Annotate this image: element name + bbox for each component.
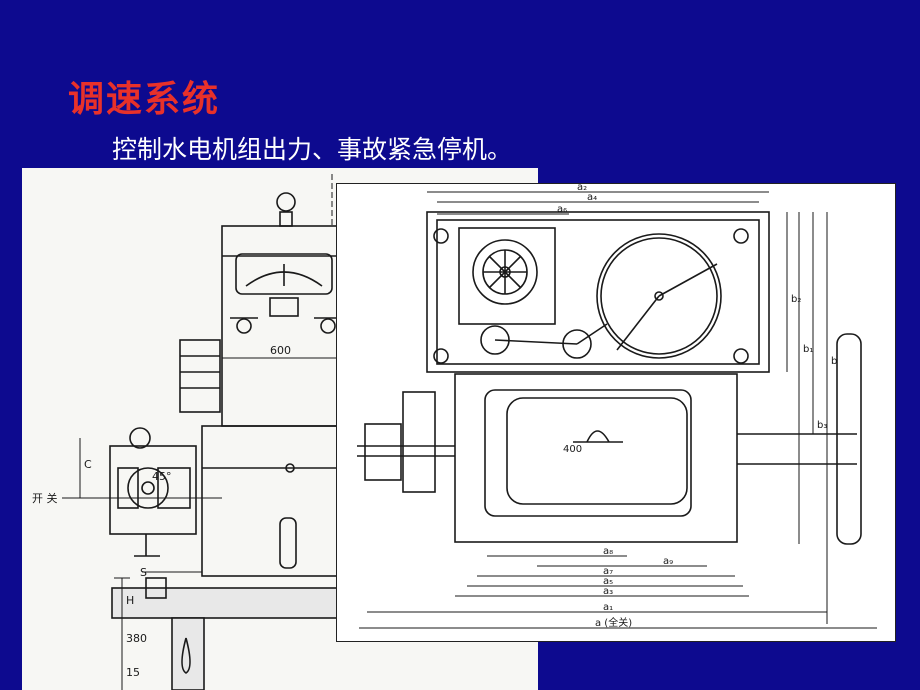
- handwheel-rod: [836, 333, 862, 545]
- control-knob: [236, 318, 252, 334]
- servo-motor: [179, 339, 221, 413]
- lifting-eye: [276, 192, 296, 212]
- label-a9: a₉: [663, 556, 673, 567]
- indicator-disc: [596, 233, 722, 359]
- label-h: H: [126, 594, 134, 607]
- control-knob: [320, 318, 336, 334]
- lower-housing: [454, 373, 738, 543]
- label-a-full: a (全关): [595, 616, 632, 629]
- side-view-svg: a₂ a₄ a₆ a₈ a₉ a₇ a₅ a₃ a₁ a (全关) b₂ b₁ …: [357, 184, 877, 629]
- label-400: 400: [563, 444, 582, 455]
- label-b1: b₁: [803, 344, 813, 355]
- label-c: C: [84, 458, 92, 471]
- label-a6: a₆: [557, 204, 567, 215]
- slide-subtitle: 控制水电机组出力、事故紧急停机。: [112, 135, 513, 164]
- label-a2: a₂: [577, 184, 587, 193]
- filter: [402, 391, 436, 493]
- lower-body: [201, 425, 353, 577]
- label-a3: a₃: [603, 586, 613, 597]
- pressure-gauge: [235, 253, 333, 295]
- governor-head: [458, 227, 556, 325]
- label-600: 600: [270, 344, 291, 357]
- upper-panel: [426, 211, 770, 373]
- front-view-svg: 开 关 C S H 380 15 600 45°: [32, 174, 353, 690]
- label-open-close: 开 关: [32, 491, 58, 505]
- slide-title: 调速系统: [68, 79, 221, 120]
- oil-tank: [506, 397, 688, 505]
- label-b: b: [831, 356, 837, 367]
- label-a5: a₅: [603, 576, 613, 587]
- label-a1: a₁: [603, 602, 613, 613]
- label-380: 380: [126, 632, 147, 645]
- foundation: [111, 587, 353, 619]
- label-a4: a₄: [587, 192, 597, 203]
- label-a7: a₇: [603, 566, 613, 577]
- speed-mechanism: [109, 445, 197, 535]
- label-angle: 45°: [152, 470, 172, 483]
- governor-side-view-drawing: a₂ a₄ a₆ a₈ a₉ a₇ a₅ a₃ a₁ a (全关) b₂ b₁ …: [336, 183, 896, 642]
- label-s: S: [140, 566, 147, 579]
- label-15: 15: [126, 666, 140, 679]
- label-b3: b₃: [817, 420, 827, 431]
- label-a8: a₈: [603, 546, 613, 557]
- label-b2: b₂: [791, 294, 801, 305]
